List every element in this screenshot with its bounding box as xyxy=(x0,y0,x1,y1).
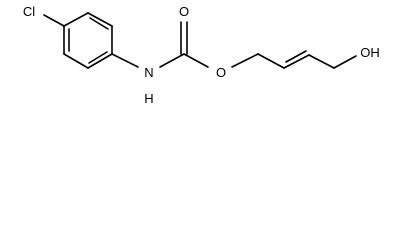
ch2-oh-bond xyxy=(333,55,357,69)
ring-bond-5 xyxy=(63,53,89,69)
ch-ch2-bond xyxy=(308,54,335,69)
alkene-bond-2 xyxy=(285,50,307,63)
hydroxyl-label: OH xyxy=(360,45,380,60)
c-o-ester-bond xyxy=(183,53,209,68)
chemical-structure: Cl N H O O OH xyxy=(23,4,380,106)
chlorine-label: Cl xyxy=(23,4,35,19)
ring-bond-2 xyxy=(87,12,113,27)
benzene-ring xyxy=(63,12,113,69)
n-c-bond xyxy=(159,53,185,68)
ring-double-bond-2 xyxy=(88,51,108,64)
ring-bond-4 xyxy=(87,53,113,69)
ester-o-label: O xyxy=(216,65,226,80)
o-ch2-bond xyxy=(231,53,259,68)
ch2-ch-bond xyxy=(257,53,285,69)
ring-double-bond-1 xyxy=(89,17,109,30)
ring-bond-1 xyxy=(63,12,89,27)
alkene-bond-1 xyxy=(283,54,310,69)
amide-h-label: H xyxy=(144,91,153,106)
ring-n-bond xyxy=(111,53,139,68)
c-cl-bond xyxy=(43,14,65,27)
carbonyl-o-label: O xyxy=(179,4,189,19)
amide-n-label: N xyxy=(144,65,153,80)
